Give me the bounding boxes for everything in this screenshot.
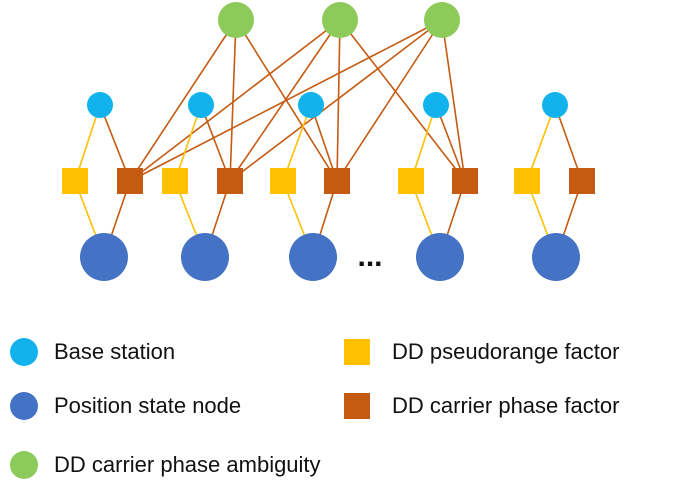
- legend-label-base-station: Base station: [54, 339, 176, 364]
- ambiguity-edge: [129, 19, 443, 182]
- base-station-node: [423, 92, 449, 118]
- ambiguity-node: [424, 2, 460, 38]
- legend-label-pseudorange-factor: DD pseudorange factor: [392, 339, 620, 364]
- factor-graph: ...: [62, 2, 595, 281]
- ambiguity-edge: [129, 19, 341, 182]
- position-state-node: [181, 233, 229, 281]
- graph-nodes: [62, 2, 595, 281]
- carrier-phase-factor-swatch: [344, 393, 370, 419]
- ambiguity-edge: [339, 19, 466, 182]
- carrier-phase-factor-node: [324, 168, 350, 194]
- pseudorange-factor-node: [398, 168, 424, 194]
- ellipsis-label: ...: [357, 240, 382, 273]
- pseudorange-factor-node: [514, 168, 540, 194]
- position-state-swatch: [10, 392, 38, 420]
- ambiguity-edge: [336, 19, 341, 182]
- base-station-node: [298, 92, 324, 118]
- pseudorange-factor-node: [270, 168, 296, 194]
- base-station-node: [87, 92, 113, 118]
- graph-edges: [74, 19, 583, 258]
- legend-label-carrier-phase-factor: DD carrier phase factor: [392, 393, 620, 418]
- position-state-node: [289, 233, 337, 281]
- pseudorange-factor-node: [162, 168, 188, 194]
- carrier-phase-factor-node: [117, 168, 143, 194]
- position-state-node: [416, 233, 464, 281]
- ambiguity-edge: [336, 19, 443, 182]
- ambiguity-edge: [229, 19, 443, 182]
- base-station-node: [188, 92, 214, 118]
- legend-label-position-state: Position state node: [54, 393, 242, 418]
- ambiguity-node: [322, 2, 358, 38]
- ambiguity-edge: [229, 19, 237, 182]
- ambiguity-edge: [441, 19, 466, 182]
- position-state-node: [80, 233, 128, 281]
- pseudorange-factor-node: [62, 168, 88, 194]
- base-station-swatch: [10, 338, 38, 366]
- ambiguity-edge: [129, 19, 237, 182]
- ambiguity-node: [218, 2, 254, 38]
- pseudorange-factor-swatch: [344, 339, 370, 365]
- carrier-phase-factor-node: [217, 168, 243, 194]
- carrier-phase-factor-node: [569, 168, 595, 194]
- position-state-node: [532, 233, 580, 281]
- carrier-phase-factor-node: [452, 168, 478, 194]
- legend-label-ambiguity: DD carrier phase ambiguity: [54, 452, 321, 477]
- base-station-node: [542, 92, 568, 118]
- ambiguity-swatch: [10, 451, 38, 479]
